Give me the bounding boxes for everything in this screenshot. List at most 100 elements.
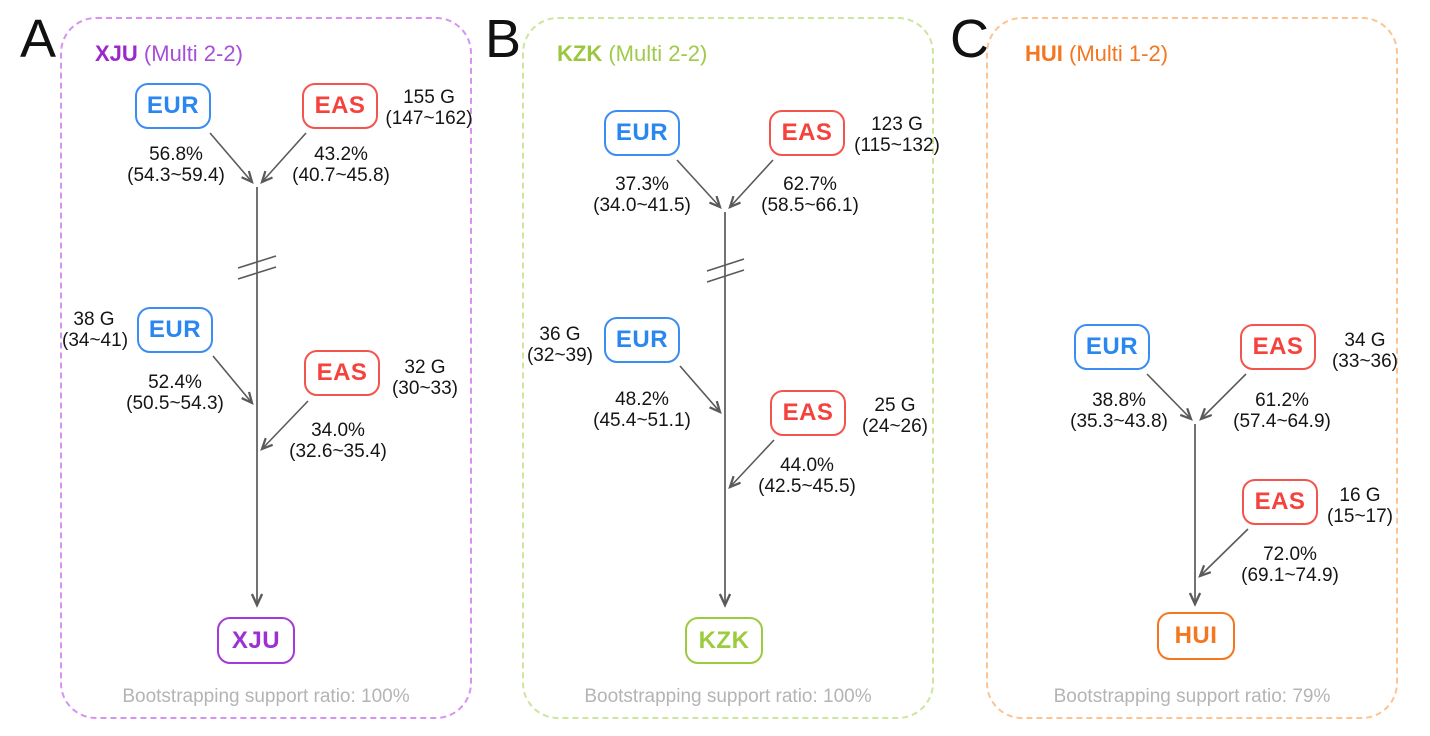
pct-value: 61.2% xyxy=(1255,390,1309,411)
generations-value: 155 G xyxy=(403,87,455,108)
pct-ci: (69.1~74.9) xyxy=(1241,565,1339,586)
node-eas-top: EAS xyxy=(769,110,845,156)
pct-value: 38.8% xyxy=(1092,390,1146,411)
node-target-hui: HUI xyxy=(1157,612,1235,660)
node-label: XJU xyxy=(231,626,281,654)
pct-value: 43.2% xyxy=(314,144,368,165)
node-label: EUR xyxy=(615,119,669,146)
arrows-graphic xyxy=(676,159,775,721)
node-label: EUR xyxy=(615,326,669,353)
node-target-xju: XJU xyxy=(217,617,295,664)
node-eur-mid: EUR xyxy=(137,307,213,353)
admixture-pct-left-mid: 52.4% (50.5~54.3) xyxy=(115,372,235,414)
pct-ci: (42.5~45.5) xyxy=(758,476,856,497)
node-eur-mid: EUR xyxy=(604,317,680,363)
admixture-pct-right-mid: 34.0% (32.6~35.4) xyxy=(278,420,398,462)
second-admixture-arrow-right xyxy=(730,439,775,487)
node-label: EAS xyxy=(314,92,366,119)
panel-letter-a: A xyxy=(20,9,57,69)
node-label: EUR xyxy=(1085,333,1139,360)
generations-label-top: 155 G (147~162) xyxy=(384,87,474,129)
pct-value: 34.0% xyxy=(311,420,365,441)
admixture-pct-right-top: 61.2% (57.4~64.9) xyxy=(1222,390,1342,432)
pct-ci: (34.0~41.5) xyxy=(593,195,691,216)
generations-value: 25 G xyxy=(874,395,916,416)
pct-ci: (45.4~51.1) xyxy=(593,410,691,431)
admixture-pct-left-top: 37.3% (34.0~41.5) xyxy=(582,174,702,216)
second-admixture-arrow-right xyxy=(262,400,309,449)
panel-letter-b: B xyxy=(485,9,522,69)
top-admixture-arrow-right xyxy=(730,159,774,207)
pct-value: 37.3% xyxy=(615,174,669,195)
node-label: KZK xyxy=(698,626,750,654)
generations-ci: (30~33) xyxy=(391,378,459,399)
panel-title-name: HUI xyxy=(1025,41,1063,66)
panel-kzk: KZK (Multi 2-2) EUR EAS 123 G (115~1 xyxy=(522,17,940,721)
pct-ci: (40.7~45.8) xyxy=(292,165,390,186)
panel-title-name: KZK xyxy=(557,41,603,66)
generations-label-mid-right: 25 G (24~26) xyxy=(855,395,935,437)
generations-ci: (15~17) xyxy=(1326,506,1394,527)
generations-label-mid-left: 36 G (32~39) xyxy=(525,324,595,366)
generations-ci: (33~36) xyxy=(1331,351,1399,372)
node-label: EAS xyxy=(316,359,368,386)
pct-value: 44.0% xyxy=(780,455,834,476)
node-label: EAS xyxy=(782,399,834,426)
top-admixture-arrow-left xyxy=(1146,373,1191,419)
panel-title-name: XJU xyxy=(95,41,138,66)
panel-title: XJU (Multi 2-2) xyxy=(95,41,243,67)
generations-label-mid-right: 32 G (30~33) xyxy=(385,357,465,399)
panel-title: HUI (Multi 1-2) xyxy=(1025,41,1168,67)
generations-value: 16 G xyxy=(1339,485,1381,506)
node-eas-mid: EAS xyxy=(1242,479,1318,525)
pct-value: 72.0% xyxy=(1263,544,1317,565)
node-eas-top: EAS xyxy=(302,83,378,129)
generations-value: 36 G xyxy=(539,324,581,345)
second-admixture-arrow-left xyxy=(679,365,720,412)
pct-ci: (58.5~66.1) xyxy=(761,195,859,216)
pct-value: 62.7% xyxy=(783,174,837,195)
node-eur-top: EUR xyxy=(135,83,211,129)
pct-ci: (32.6~35.4) xyxy=(289,441,387,462)
top-admixture-arrow-right xyxy=(262,132,307,182)
top-admixture-arrow-left xyxy=(209,132,252,182)
generations-value: 32 G xyxy=(404,357,446,378)
drift-break-mark xyxy=(706,258,745,272)
second-admixture-arrow-left xyxy=(212,355,252,403)
panel-title-variant: (Multi 2-2) xyxy=(608,41,708,66)
generations-label-top: 123 G (115~132) xyxy=(852,114,942,156)
top-admixture-arrow-left xyxy=(676,159,720,207)
generations-label-top: 34 G (33~36) xyxy=(1325,330,1405,372)
node-label: EUR xyxy=(148,316,202,343)
arrows-graphic xyxy=(209,132,309,721)
node-eas-mid: EAS xyxy=(304,350,380,396)
node-eas-mid: EAS xyxy=(770,390,846,436)
admixture-pct-left-mid: 48.2% (45.4~51.1) xyxy=(582,389,702,431)
second-admixture-arrow-right xyxy=(1200,528,1249,576)
node-label: EUR xyxy=(146,92,200,119)
node-target-kzk: KZK xyxy=(685,617,763,664)
panel-xju: XJU (Multi 2-2) EUR EAS 155 G (147~1 xyxy=(60,17,474,721)
node-eas-top: EAS xyxy=(1240,324,1316,370)
generations-ci: (115~132) xyxy=(854,135,940,156)
panel-hui: HUI (Multi 1-2) EUR EAS 34 G (33~36) 38.… xyxy=(986,17,1398,719)
bootstrap-support-label: Bootstrapping support ratio: 100% xyxy=(122,686,410,707)
node-label: HUI xyxy=(1174,622,1218,649)
pct-ci: (57.4~64.9) xyxy=(1233,411,1331,432)
admixture-pct-left-top: 56.8% (54.3~59.4) xyxy=(116,144,236,186)
generations-value: 34 G xyxy=(1344,330,1386,351)
panel-title: KZK (Multi 2-2) xyxy=(557,41,707,67)
node-eur-top: EUR xyxy=(1074,324,1150,370)
drift-break-mark xyxy=(237,266,277,280)
generations-ci: (32~39) xyxy=(526,345,594,366)
pct-ci: (35.3~43.8) xyxy=(1070,411,1168,432)
generations-value: 123 G xyxy=(871,114,923,135)
admixture-pct-right-mid: 44.0% (42.5~45.5) xyxy=(747,455,867,497)
bootstrap-support-label: Bootstrapping support ratio: 100% xyxy=(584,686,872,707)
pct-ci: (50.5~54.3) xyxy=(126,393,224,414)
node-eur-top: EUR xyxy=(604,110,680,156)
pct-value: 52.4% xyxy=(148,372,202,393)
generations-label-mid-left: 38 G (34~41) xyxy=(62,309,128,351)
node-label: EAS xyxy=(1252,333,1304,360)
